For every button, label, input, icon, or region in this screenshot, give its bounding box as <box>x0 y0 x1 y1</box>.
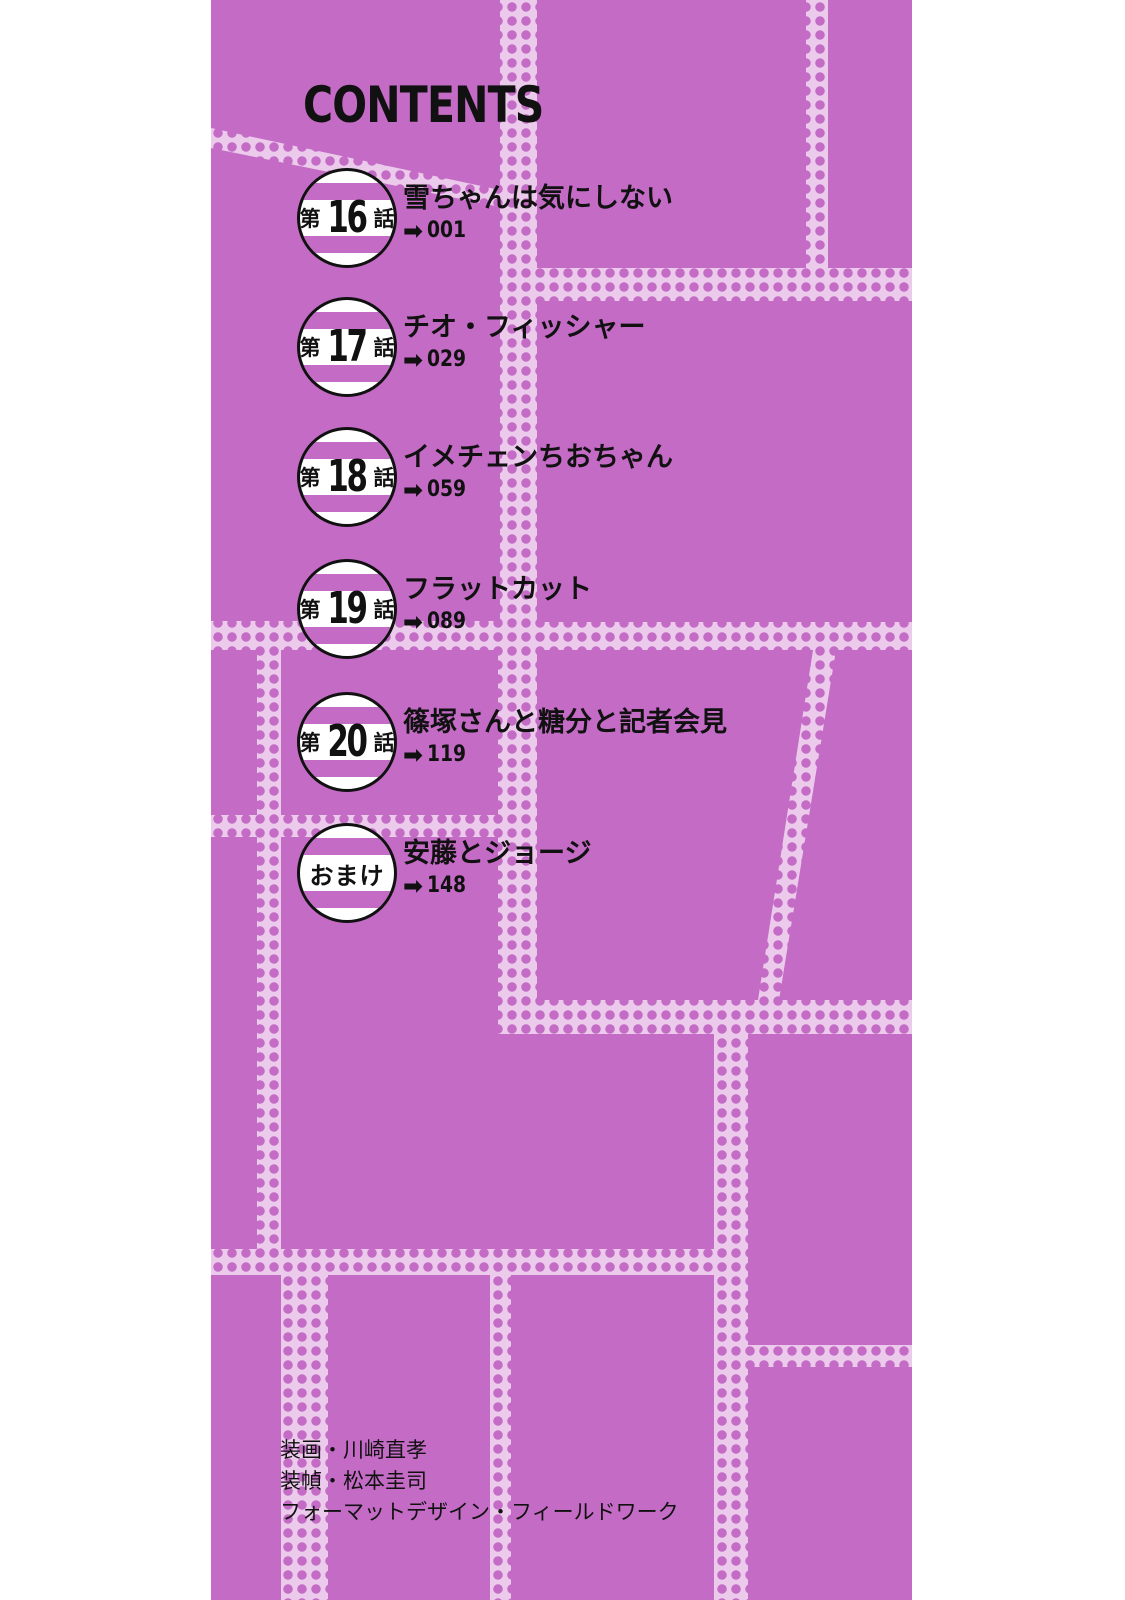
right-arrow-icon: ➡ <box>403 871 424 900</box>
toc-entry-16[interactable]: 第 16 話 雪ちゃんは気にしない ➡ 001 <box>297 168 737 268</box>
chapter-number: 16 <box>327 192 369 243</box>
toc-entry-17[interactable]: 第 17 話 チオ・フィッシャー ➡ 029 <box>297 297 737 397</box>
chapter-title: 篠塚さんと糖分と記者会見 <box>403 707 727 738</box>
panel <box>537 301 912 622</box>
page-number: 148 <box>427 873 467 898</box>
panel <box>779 650 912 1000</box>
chapter-badge: 第 16 話 <box>297 168 397 268</box>
right-arrow-icon: ➡ <box>403 345 424 374</box>
page-reference: ➡ 029 <box>403 347 473 372</box>
panel <box>211 0 500 190</box>
chapter-number: 18 <box>327 451 369 502</box>
panel <box>748 1034 912 1345</box>
page-reference: ➡ 148 <box>403 873 473 898</box>
page-reference: ➡ 059 <box>403 477 473 502</box>
chapter-suffix: 話 <box>373 466 395 490</box>
chapter-title: チオ・フィッシャー <box>403 312 646 343</box>
panel <box>828 0 912 268</box>
page-number: 001 <box>427 218 467 243</box>
chapter-badge: 第 18 話 <box>297 427 397 527</box>
chapter-suffix: 話 <box>373 598 395 622</box>
contents-page: CONTENTS 第 16 話 雪ちゃんは気にしない ➡ 001 第 17 話 … <box>211 0 912 1600</box>
chapter-title: 雪ちゃんは気にしない <box>403 183 673 214</box>
panel <box>211 650 257 815</box>
chapter-prefix: 第 <box>299 731 321 755</box>
credits: 装画・川崎直孝 装幀・松本圭司 フォーマットデザイン・フィールドワーク <box>280 1435 679 1528</box>
chapter-prefix: 第 <box>299 207 321 231</box>
chapter-suffix: 話 <box>373 336 395 360</box>
page-reference: ➡ 119 <box>403 742 473 767</box>
chapter-number: 17 <box>327 321 369 372</box>
comic-panel-background <box>211 0 912 1600</box>
panel <box>211 837 257 1249</box>
chapter-badge: 第 17 話 <box>297 297 397 397</box>
chapter-number: 19 <box>327 583 369 634</box>
chapter-prefix: 第 <box>299 598 321 622</box>
page-reference: ➡ 089 <box>403 609 473 634</box>
page-number: 089 <box>427 609 467 634</box>
credit-line: 装画・川崎直孝 <box>280 1438 427 1462</box>
right-arrow-icon: ➡ <box>403 475 424 504</box>
toc-entry-omake[interactable]: おまけ 安藤とジョージ ➡ 148 <box>297 823 737 923</box>
credit-line: 装幀・松本圭司 <box>280 1469 427 1493</box>
credit-line: フォーマットデザイン・フィールドワーク <box>280 1500 679 1524</box>
panel <box>498 1034 714 1249</box>
bonus-label: おまけ <box>309 861 385 890</box>
chapter-number: 20 <box>327 716 369 767</box>
chapter-title: イメチェンちおちゃん <box>403 442 673 473</box>
panel <box>328 1275 490 1600</box>
panel <box>748 1367 912 1600</box>
bonus-badge: おまけ <box>297 823 397 923</box>
chapter-badge: 第 20 話 <box>297 692 397 792</box>
panel <box>211 1275 281 1600</box>
chapter-title: フラットカット <box>403 574 592 605</box>
chapter-prefix: 第 <box>299 336 321 360</box>
toc-entry-20[interactable]: 第 20 話 篠塚さんと糖分と記者会見 ➡ 119 <box>297 692 737 792</box>
page-number: 059 <box>427 477 467 502</box>
toc-entry-18[interactable]: 第 18 話 イメチェンちおちゃん ➡ 059 <box>297 427 737 527</box>
chapter-title: 安藤とジョージ <box>403 838 592 869</box>
panel <box>537 650 813 1000</box>
chapter-badge: 第 19 話 <box>297 559 397 659</box>
right-arrow-icon: ➡ <box>403 740 424 769</box>
toc-entry-19[interactable]: 第 19 話 フラットカット ➡ 089 <box>297 559 737 659</box>
chapter-suffix: 話 <box>373 207 395 231</box>
right-arrow-icon: ➡ <box>403 607 424 636</box>
contents-heading: CONTENTS <box>303 76 544 134</box>
page-number: 119 <box>427 742 467 767</box>
page-number: 029 <box>427 347 467 372</box>
panel <box>511 1275 714 1600</box>
chapter-prefix: 第 <box>299 466 321 490</box>
chapter-suffix: 話 <box>373 731 395 755</box>
panel <box>537 0 806 268</box>
right-arrow-icon: ➡ <box>403 216 424 245</box>
page-reference: ➡ 001 <box>403 218 473 243</box>
